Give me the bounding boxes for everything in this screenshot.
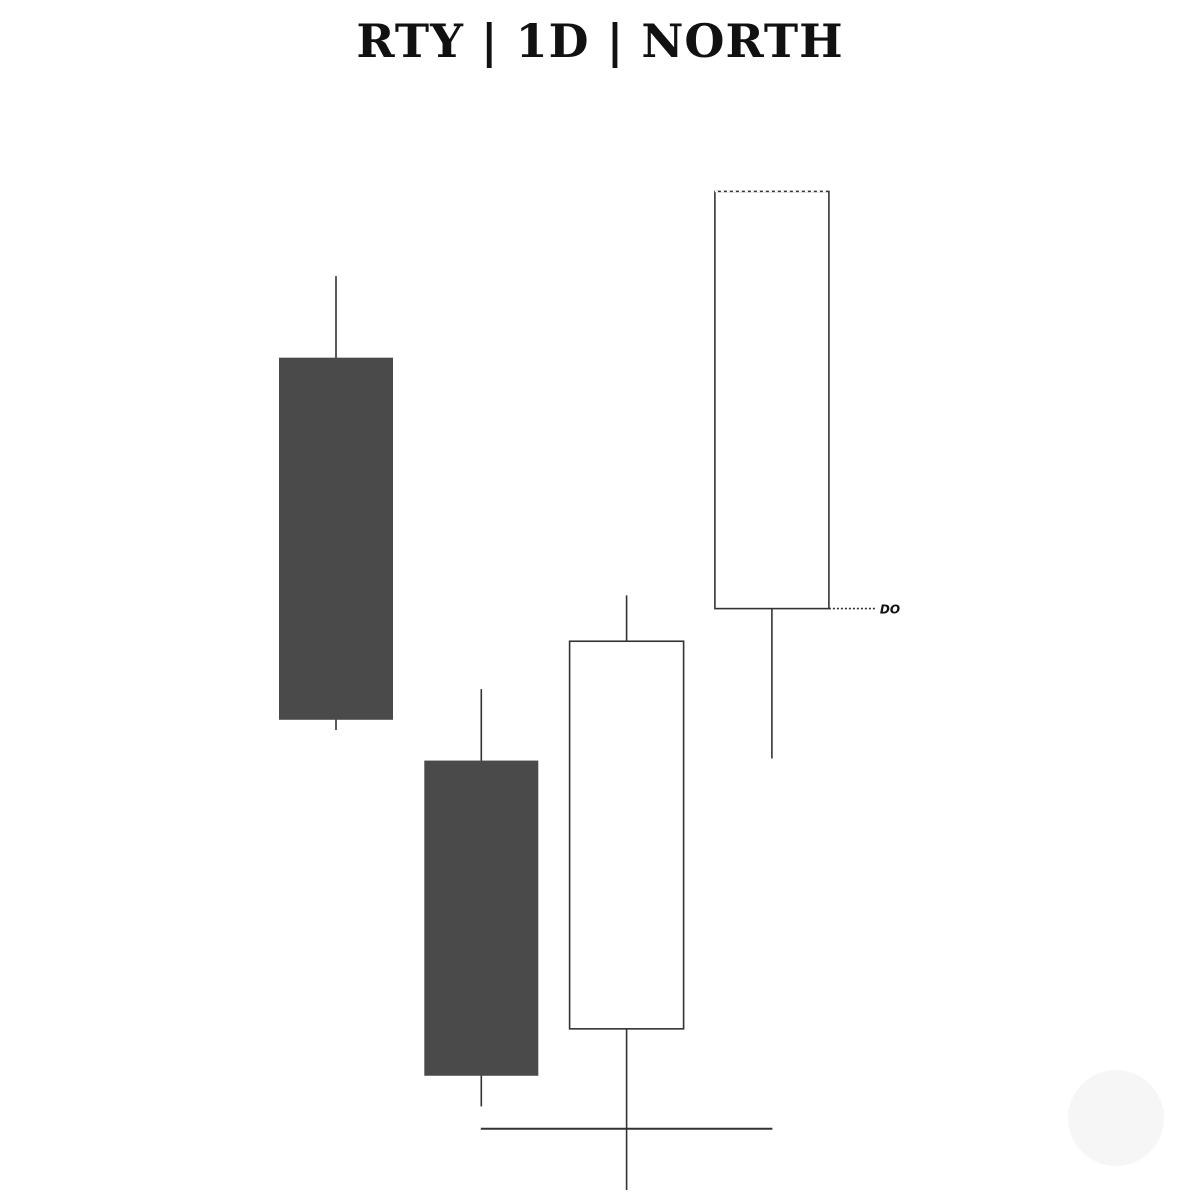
chart-title: RTY | 1D | NORTH [356, 14, 844, 68]
candle-body [279, 357, 393, 720]
annotation-label: DO [880, 603, 900, 617]
candle-body [424, 760, 539, 1076]
candle-body [714, 190, 830, 610]
watermark-logo [1068, 1070, 1164, 1166]
candle-body [568, 640, 685, 1030]
